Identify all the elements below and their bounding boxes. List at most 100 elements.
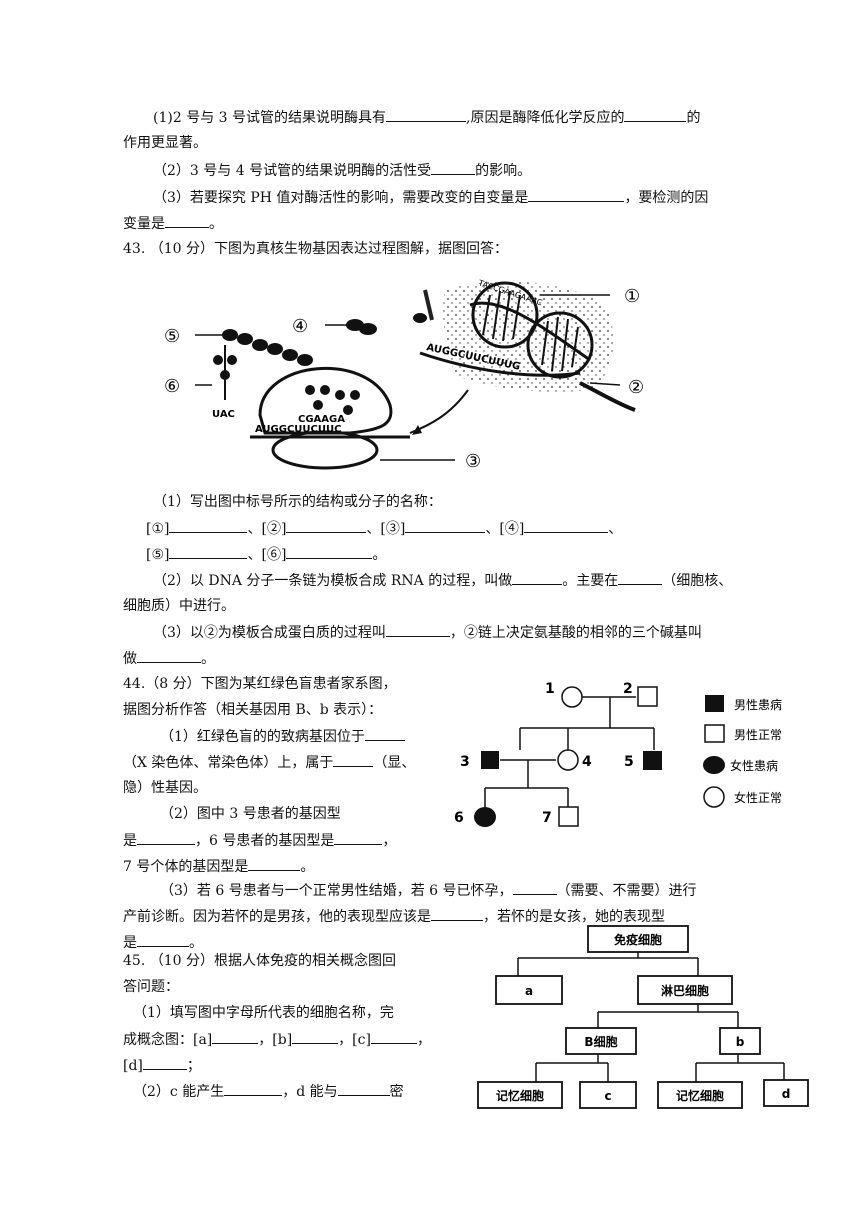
svg-text:男性正常: 男性正常 (734, 728, 782, 742)
q44-part2: （2）图中 3 号患者的基因型 (160, 806, 341, 822)
q44-line2: 据图分析作答（相关基因用 B、b 表示）： (123, 702, 383, 718)
box-immune-cell (587, 925, 689, 953)
svg-text:记忆细胞: 记忆细胞 (676, 1088, 724, 1103)
answer-blank[interactable] (431, 160, 476, 175)
female-normal-1 (561, 686, 583, 708)
svg-text:b: b (736, 1035, 745, 1049)
label-1: ① (624, 286, 640, 307)
answer-blank[interactable] (212, 1029, 259, 1044)
answer-blank[interactable] (292, 1029, 339, 1044)
q42-part3-cont: 变量是。 (123, 213, 223, 234)
svg-text:c: c (604, 1089, 611, 1103)
q44-part3: （3）若 6 号患者与一个正常男性结婚，若 6 号已怀孕，（需要、不需要）进行 (160, 880, 697, 901)
answer-blank[interactable] (286, 518, 367, 533)
answer-blank[interactable] (512, 880, 557, 895)
box-memory-cell-2 (657, 1081, 743, 1109)
svg-text:CGAAGA: CGAAGA (298, 414, 345, 425)
answer-blank[interactable] (169, 518, 248, 533)
answer-blank[interactable] (137, 648, 201, 663)
q42-part1-cont: 作用更显著。 (123, 135, 207, 151)
svg-text:UAC: UAC (212, 409, 235, 420)
svg-text:B细胞: B细胞 (584, 1034, 617, 1049)
answer-blank[interactable] (431, 906, 483, 921)
box-b (719, 1027, 761, 1055)
box-d (763, 1079, 809, 1107)
q44-part1-cont: （X 染色体、常染色体）上，属于（显、 (123, 752, 415, 773)
answer-blank[interactable] (386, 107, 466, 122)
label-6: ⑥ (164, 376, 180, 397)
pedigree-chart: 1 2 3 4 5 6 7 男性患病 男性正常 女性患病 女性正常 (454, 681, 782, 827)
answer-blank[interactable] (169, 544, 248, 559)
male-affected-3 (481, 751, 499, 769)
answer-blank[interactable] (337, 1081, 390, 1096)
q42-part1: (1)2 号与 3 号试管的结果说明酶具有,原因是酶降低化学反应的的 (153, 107, 700, 128)
legend-male-affected (705, 695, 724, 712)
svg-text:5: 5 (624, 754, 634, 770)
label-2: ② (628, 377, 644, 398)
q45-title: 45. （10 分）根据人体免疫的相关概念图回 (123, 953, 396, 969)
svg-text:淋巴细胞: 淋巴细胞 (661, 983, 709, 998)
q44-part3-cont: 产前诊断。因为若怀的是男孩，他的表现型应该是，若怀的是女孩，她的表现型 (123, 906, 665, 927)
label-4: ④ (292, 316, 308, 337)
q42-part2: （2）3 号与 4 号试管的结果说明酶的活性受的影响。 (153, 160, 531, 181)
svg-text:1: 1 (545, 681, 555, 697)
q45-part1: （1）填写图中字母所代表的细胞名称，完 (133, 1005, 394, 1021)
svg-text:男性患病: 男性患病 (734, 697, 782, 712)
gene-expression-diagram: TACCGAAGAAAC AUGGCUUCUUUG AUGGCUUCUUC CG… (164, 278, 644, 472)
answer-blank[interactable] (364, 726, 405, 741)
svg-text:女性患病: 女性患病 (730, 758, 778, 773)
answer-blank[interactable] (370, 1029, 417, 1044)
q44-part2-cont: 是，6 号患者的基因型是， (123, 830, 396, 851)
q45-part1-end: [d]； (123, 1055, 201, 1076)
answer-blank[interactable] (512, 570, 563, 585)
svg-text:免疫细胞: 免疫细胞 (614, 932, 662, 947)
ribosome-small (271, 430, 379, 470)
legend-female-affected (703, 756, 725, 774)
box-b-cell (565, 1027, 637, 1055)
answer-blank[interactable] (385, 622, 450, 637)
answer-blank[interactable] (248, 856, 301, 871)
svg-text:3: 3 (460, 754, 470, 770)
svg-text:女性正常: 女性正常 (734, 790, 782, 805)
legend-male-normal (704, 724, 725, 743)
male-normal-2 (637, 686, 658, 707)
answer-blank[interactable] (334, 830, 383, 845)
box-a (495, 975, 563, 1005)
q44-part3-end: 是。 (123, 932, 203, 953)
q44-part1: （1）红绿色盲的的致病基因位于 (160, 726, 405, 747)
q43-part3-cont: 做。 (123, 648, 215, 669)
q43-fill-row1: [①]、[②]、[③]、[④]、 (146, 518, 622, 539)
q42-part3: （3）若要探究 PH 值对酶活性的影响，需要改变的自变量是，要检测的因 (153, 187, 708, 208)
q43-part3: （3）以②为模板合成蛋白质的过程叫，②链上决定氨基酸的相邻的三个碱基叫 (153, 622, 702, 643)
male-normal-7 (558, 806, 579, 827)
svg-text:7: 7 (542, 810, 552, 826)
q45-part2: （2）c 能产生，d 能与密 (133, 1081, 404, 1102)
label-3: ③ (465, 451, 481, 472)
q44-title: 44.（8 分）下图为某红绿色盲患者家系图， (123, 676, 397, 692)
svg-text:a: a (525, 984, 533, 998)
svg-text:6: 6 (454, 810, 464, 826)
ribosome-large (258, 366, 393, 435)
answer-blank[interactable] (137, 830, 195, 845)
answer-blank[interactable] (528, 187, 625, 202)
female-affected-6 (474, 807, 496, 827)
q43-part1: （1）写出图中标号所示的结构或分子的名称： (153, 494, 442, 510)
q43-part2: （2）以 DNA 分子一条链为模板合成 RNA 的过程，叫做。主要在（细胞核、 (153, 570, 732, 591)
dna-bubble-1 (471, 281, 539, 349)
dna-bubble-2 (526, 311, 594, 379)
svg-text:2: 2 (623, 681, 633, 697)
answer-blank[interactable] (224, 1081, 283, 1096)
q43-fill-row2: [⑤]、[⑥]。 (146, 544, 386, 565)
q43-title: 43. （10 分）下图为真核生物基因表达过程图解，据图回答： (123, 241, 508, 257)
answer-blank[interactable] (142, 1055, 187, 1070)
answer-blank[interactable] (524, 518, 609, 533)
svg-text:4: 4 (582, 754, 592, 770)
legend-female-normal (703, 786, 725, 808)
answer-blank[interactable] (624, 107, 687, 122)
answer-blank[interactable] (333, 752, 374, 767)
answer-blank[interactable] (405, 518, 486, 533)
answer-blank[interactable] (137, 932, 189, 947)
answer-blank[interactable] (618, 570, 663, 585)
answer-blank[interactable] (286, 544, 373, 559)
answer-blank[interactable] (165, 213, 209, 228)
